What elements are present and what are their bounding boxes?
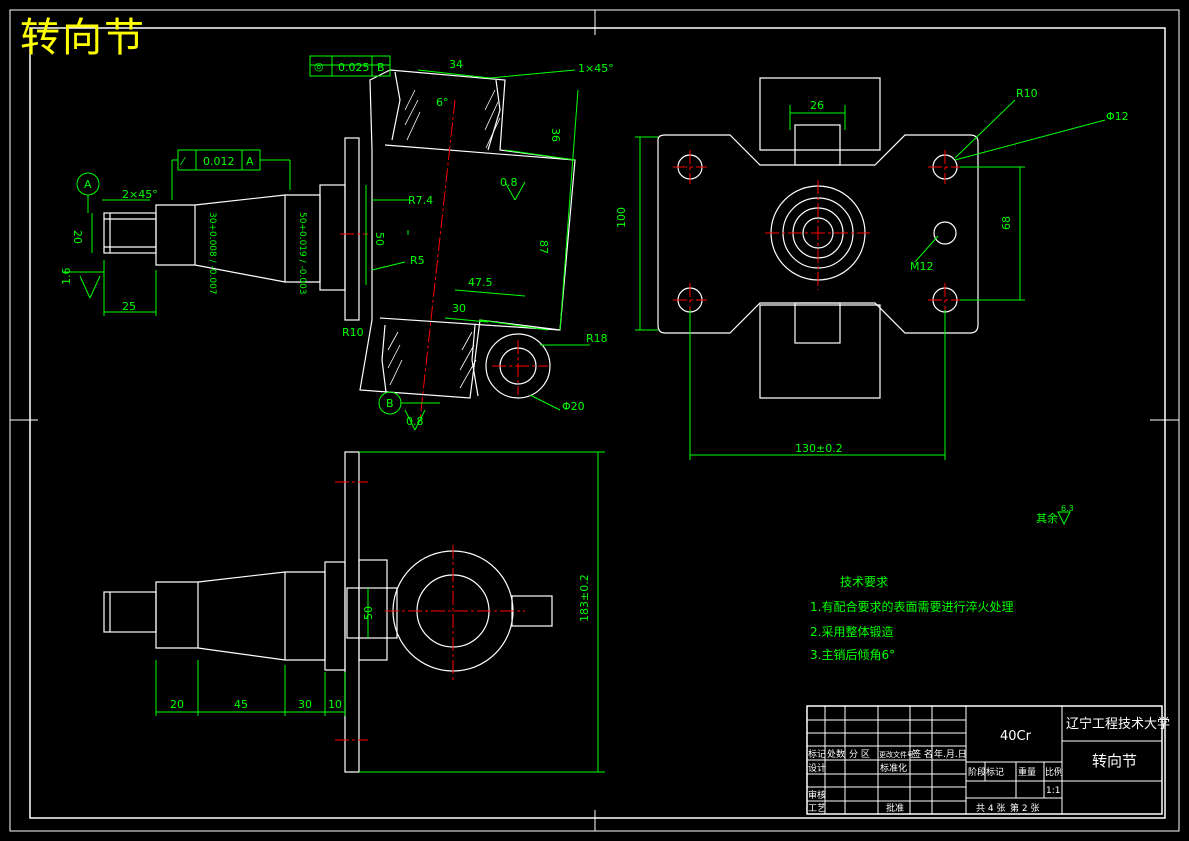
drawing-title: 转向节 bbox=[20, 15, 146, 61]
dim-30: 30 bbox=[452, 302, 466, 315]
phi12: Φ12 bbox=[1106, 110, 1129, 123]
title-block-labels: 标记 处数 分 区 更改文件号 签 名 年.月.日 设计 标准化 审核 工艺 批… bbox=[808, 748, 1063, 814]
tol-frame1-value: 0.025 bbox=[338, 61, 370, 74]
spindle-outline bbox=[103, 69, 576, 399]
chamfer-1x45: 1×45° bbox=[578, 62, 614, 75]
bottom-dim-20: 20 bbox=[170, 698, 184, 711]
r7-4: R7.4 bbox=[408, 194, 433, 207]
angle-6: 6° bbox=[436, 96, 449, 109]
dimension-lines bbox=[62, 55, 590, 431]
tb-docno: 更改文件号 bbox=[879, 750, 914, 759]
dim-87: 87 bbox=[537, 240, 550, 254]
bottom-dim-183: 183±0.2 bbox=[578, 574, 591, 622]
right-dimension-lines bbox=[635, 99, 1106, 460]
tb-sheet: 第 2 张 bbox=[1010, 802, 1039, 814]
rest-rough-symbol bbox=[1057, 511, 1071, 526]
tb-school: 辽宁工程技术大学 bbox=[1066, 716, 1170, 732]
bottom-dimension-lines bbox=[155, 451, 605, 773]
dim-50v: 50 bbox=[373, 232, 386, 246]
tb-part-name: 转向节 bbox=[1092, 752, 1137, 770]
tol-frame2-value: 0.012 bbox=[203, 155, 235, 168]
top-view-labels: ◎ 0.025 B 34 1×45° 6° 36 R7.4 0.8 50 87 … bbox=[60, 58, 614, 428]
r5: R5 bbox=[410, 254, 425, 267]
dim-68: 68 bbox=[1000, 216, 1013, 230]
tb-weight: 重量 bbox=[1018, 766, 1036, 778]
r10: R10 bbox=[1016, 87, 1038, 100]
bottom-dim-10: 10 bbox=[328, 698, 342, 711]
technical-notes: 技术要求 1.有配合要求的表面需要进行淬火处理 2.采用整体锻造 3.主销后倾角… bbox=[810, 575, 1013, 662]
datum-b: B bbox=[386, 397, 394, 410]
notes-item-1: 1.有配合要求的表面需要进行淬火处理 bbox=[810, 599, 1013, 614]
dim-47-5: 47.5 bbox=[468, 276, 493, 289]
bottom-outline bbox=[103, 451, 553, 773]
title-block: 标记 处数 分 区 更改文件号 签 名 年.月.日 设计 标准化 审核 工艺 批… bbox=[806, 705, 1170, 815]
datum-a: A bbox=[84, 178, 92, 191]
tb-design: 设计 bbox=[808, 762, 826, 774]
bottom-view-labels: 50 183±0.2 20 45 30 10 bbox=[170, 574, 591, 711]
right-centerlines bbox=[673, 150, 962, 317]
shaft-dia-30: 30+0.008 / -0.007 bbox=[207, 212, 217, 295]
bottom-view: 50 183±0.2 20 45 30 10 bbox=[103, 451, 605, 773]
r10-small: R10 bbox=[342, 326, 364, 339]
tb-mark: 标记 bbox=[808, 748, 826, 760]
chamfer-2x45: 2×45° bbox=[122, 188, 158, 201]
rest-rough: 其余 bbox=[1036, 511, 1058, 525]
tb-approve: 批准 bbox=[886, 802, 904, 814]
dim-26: 26 bbox=[810, 99, 824, 112]
r18: R18 bbox=[586, 332, 608, 345]
tb-process: 工艺 bbox=[808, 803, 826, 814]
right-view: 26 R10 Φ12 100 68 M12 130±0.2 其余 6.3 bbox=[615, 77, 1129, 526]
bottom-centerlines bbox=[335, 481, 525, 741]
tol-frame1-icon: ◎ bbox=[314, 60, 324, 73]
bottom-dim-30: 30 bbox=[298, 698, 312, 711]
tb-date: 年.月.日 bbox=[934, 748, 967, 760]
notes-heading: 技术要求 bbox=[840, 575, 888, 589]
top-view: ◎ 0.025 B 34 1×45° 6° 36 R7.4 0.8 50 87 … bbox=[60, 55, 614, 431]
hatching bbox=[387, 89, 501, 389]
right-view-labels: 26 R10 Φ12 100 68 M12 130±0.2 其余 6.3 bbox=[615, 87, 1129, 525]
centerlines bbox=[340, 99, 548, 421]
tol-frame2-icon: ⁄ bbox=[179, 155, 186, 168]
dim-20: 20 bbox=[71, 230, 84, 244]
rest-rough-value: 6.3 bbox=[1061, 504, 1074, 513]
tol-frame2-datum: A bbox=[246, 155, 254, 168]
tb-sign: 签 名 bbox=[912, 748, 933, 760]
dim-36: 36 bbox=[549, 128, 562, 142]
tol-frame1-datum: B bbox=[377, 61, 385, 74]
tb-review: 审核 bbox=[808, 789, 826, 801]
tb-scale: 1:1 bbox=[1046, 786, 1060, 796]
dim-34: 34 bbox=[449, 58, 463, 71]
notes-item-3: 3.主销后倾角6° bbox=[810, 648, 895, 662]
tb-zone: 分 区 bbox=[849, 749, 870, 760]
dim-25: 25 bbox=[122, 300, 136, 313]
dim-130: 130±0.2 bbox=[795, 442, 843, 455]
rough-0-8a: 0.8 bbox=[500, 176, 518, 189]
dim-100: 100 bbox=[615, 207, 628, 228]
m12: M12 bbox=[910, 260, 934, 273]
rough-1-6: 1.6 bbox=[60, 268, 73, 286]
tb-count: 处数 bbox=[827, 748, 845, 760]
tb-ratio: 比例 bbox=[1045, 766, 1063, 778]
tb-std: 标准化 bbox=[880, 762, 907, 774]
tb-total: 共 4 张 bbox=[976, 803, 1005, 814]
rough-0-8b: 0.8 bbox=[406, 415, 424, 428]
phi20: Φ20 bbox=[562, 400, 585, 413]
bottom-dim-45: 45 bbox=[234, 698, 248, 711]
tb-stage: 阶段标记 bbox=[968, 766, 1004, 778]
bottom-dim-50: 50 bbox=[362, 606, 375, 620]
notes-item-2: 2.采用整体锻造 bbox=[810, 624, 893, 639]
tb-material: 40Cr bbox=[1000, 729, 1032, 744]
sheet-border bbox=[9, 9, 1180, 832]
shaft-dia-50: 50+0.019 / -0.003 bbox=[297, 212, 307, 295]
